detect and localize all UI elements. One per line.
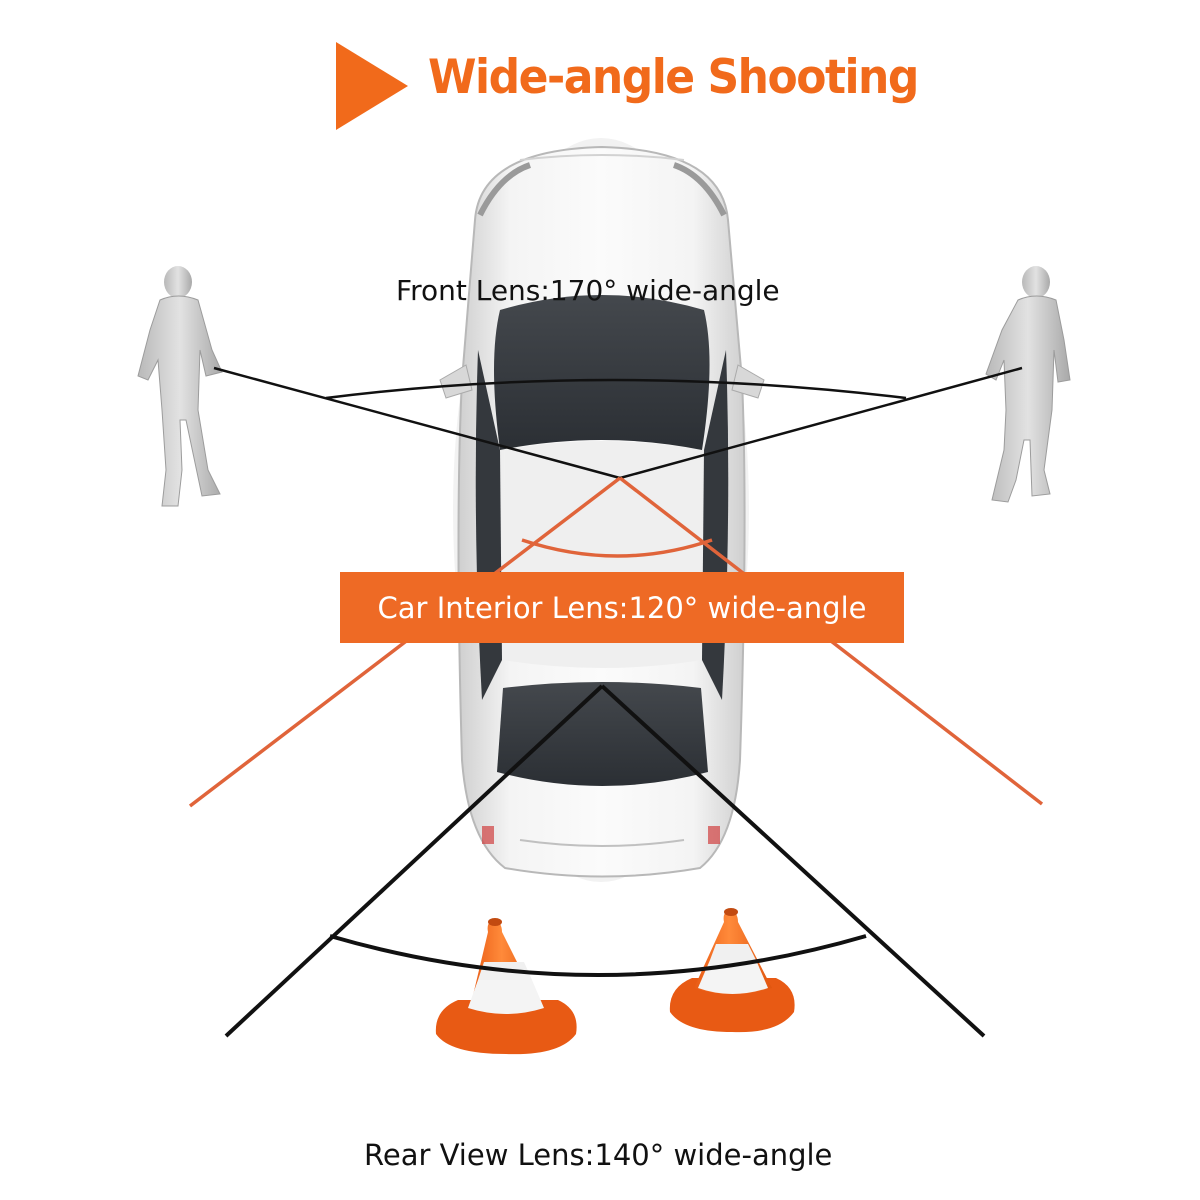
rear-lens-label: Rear View Lens:140° wide-angle [364, 1138, 833, 1172]
car-top-view [439, 138, 765, 882]
interior-lens-badge: Car Interior Lens:120° wide-angle [340, 572, 904, 643]
traffic-cone-left [435, 918, 577, 1055]
person-left [137, 266, 223, 507]
title-banner: Wide-angle Shooting [336, 42, 919, 130]
traffic-cone-right [669, 908, 795, 1033]
front-lens-field-lines [213, 366, 1023, 480]
person-right [985, 266, 1071, 503]
interior-lens-label: Car Interior Lens:120° wide-angle [377, 590, 867, 625]
rear-lens-field-lines [224, 684, 986, 1038]
page-title: Wide-angle Shooting [428, 50, 919, 106]
front-lens-label: Front Lens:170° wide-angle [396, 274, 780, 307]
play-triangle-icon [336, 42, 408, 130]
